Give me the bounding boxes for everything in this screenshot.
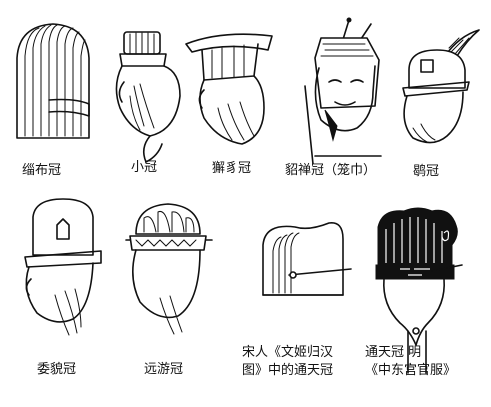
ming-tongtian-crown-drawing (375, 207, 463, 374)
song-tongtian-crown-drawing (262, 222, 352, 296)
yuanyou-crown-drawing (125, 203, 213, 335)
caption-weimao-crown: 委貌冠 (37, 362, 77, 377)
caption-song-tongtian-line2: 图》中的通天冠 (242, 363, 334, 378)
caption-song-tongtian-line1: 宋人《文姬归汉 (242, 345, 334, 360)
zibu-crown-drawing (16, 23, 90, 139)
he-crown-drawing (402, 29, 480, 144)
caption-he-crown: 鹖冠 (413, 164, 440, 179)
xiezhi-crown-drawing (185, 33, 273, 145)
caption-zibu-crown: 缁布冠 (22, 163, 62, 178)
diaochan-crown-drawing (304, 17, 382, 164)
caption-diaochan-crown: 貂禅冠（笼巾） (285, 163, 377, 178)
xiao-crown-drawing (115, 31, 181, 163)
caption-ming-tongtian-line2: 《中东宫官服》 (365, 363, 457, 378)
caption-xiezhi-crown: 獬豸冠 (212, 161, 252, 176)
weimao-crown-drawing (24, 198, 102, 336)
caption-yuanyou-crown: 远游冠 (144, 362, 184, 377)
caption-xiao-crown: 小冠 (131, 160, 158, 175)
caption-ming-tongtian-line1: 通天冠 明 (365, 345, 422, 360)
